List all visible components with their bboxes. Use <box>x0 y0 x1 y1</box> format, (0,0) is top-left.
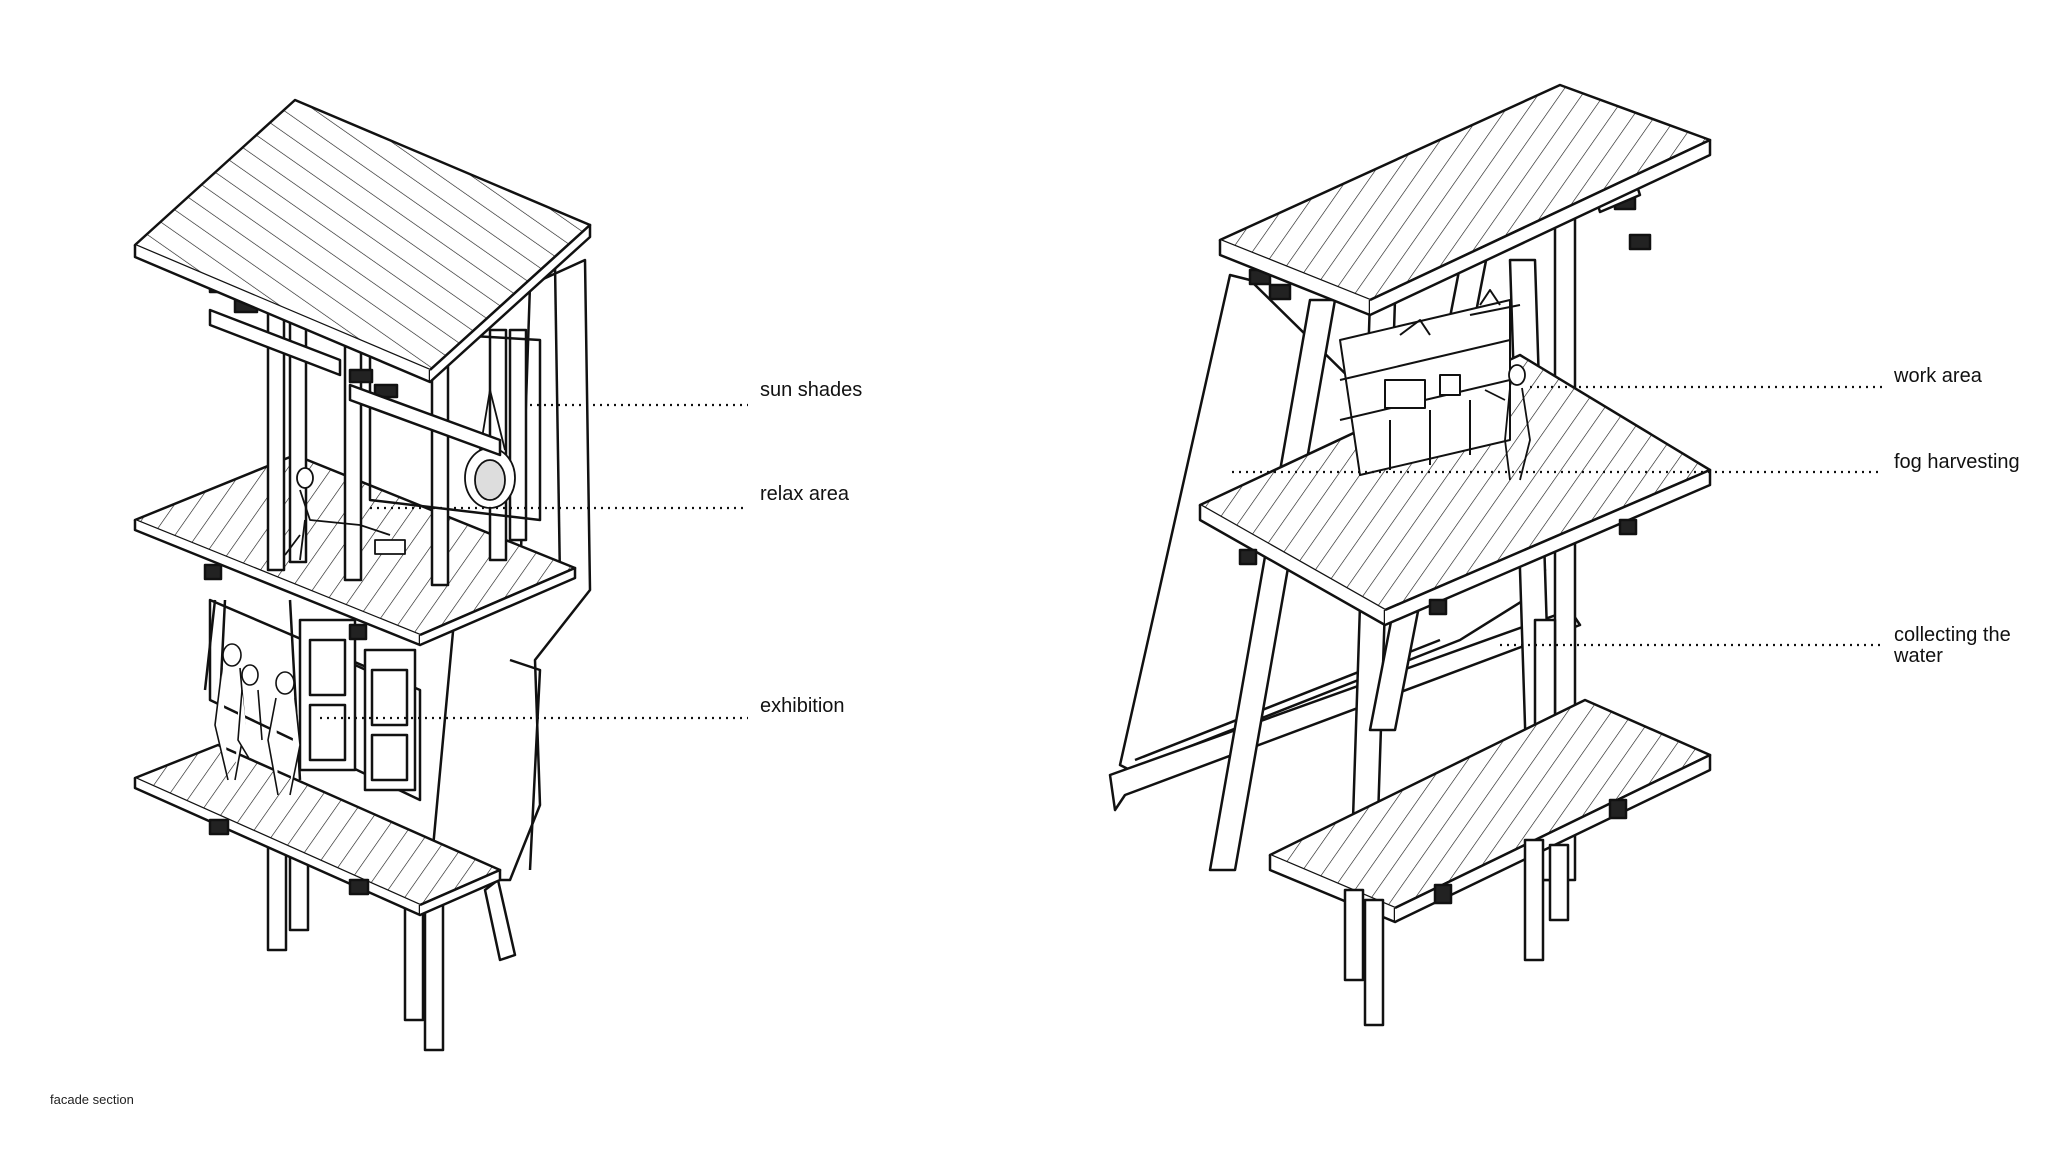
label-collecting-water: collecting the water <box>1894 624 2011 667</box>
left-tower <box>133 98 592 1052</box>
left-post <box>423 888 445 1052</box>
water-collection-gutter <box>1108 608 1582 812</box>
person-figure-work <box>1484 364 1531 481</box>
person-figure-relax <box>284 467 406 561</box>
hanging-egg-chair <box>464 389 516 509</box>
work-area-furniture <box>1339 289 1521 476</box>
label-exhibition: exhibition <box>760 695 845 717</box>
label-sun-shades: sun shades <box>760 379 863 401</box>
label-fog-harvesting: fog harvesting <box>1894 451 2020 473</box>
people-figures-exhibition <box>214 643 301 796</box>
label-work-area: work area <box>1894 365 1982 387</box>
label-relax-area: relax area <box>760 483 849 505</box>
figure-caption: facade section <box>50 1092 134 1107</box>
leader-lines <box>320 385 1882 720</box>
right-tower <box>1108 83 1712 1027</box>
